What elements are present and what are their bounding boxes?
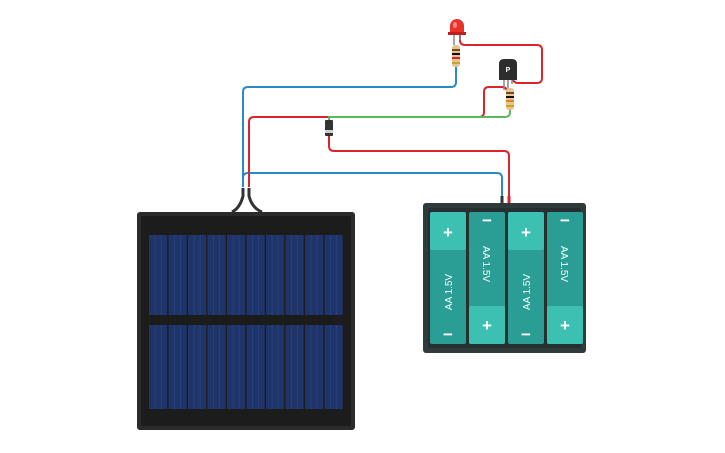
cell-2-label: AA 1.5V <box>480 246 491 282</box>
solar-panel-cells <box>149 235 343 409</box>
battery-cell-3: + − AA 1.5V <box>508 212 544 344</box>
solar-cell <box>285 325 304 409</box>
battery-pack[interactable]: + − AA 1.5V − + AA 1.5V + − AA 1.5V − + … <box>423 203 586 353</box>
solar-cell <box>188 325 207 409</box>
solar-cell <box>207 235 226 315</box>
solar-cell <box>246 235 265 315</box>
led-resistor[interactable] <box>452 45 460 67</box>
wires <box>231 34 543 214</box>
solar-cell <box>149 235 168 315</box>
wire-blue-battery[interactable] <box>242 172 503 197</box>
cell-1-top-sign: + <box>443 223 453 242</box>
cell-3-top-sign: + <box>521 223 531 242</box>
solar-cell <box>227 325 246 409</box>
cell-1-bottom-sign: − <box>443 325 453 344</box>
solar-cell <box>305 325 324 409</box>
battery-cell-4: − + AA 1.5V <box>547 211 583 344</box>
cell-3-label: AA 1.5V <box>522 274 533 310</box>
battery-cell-1: + − AA 1.5V <box>430 212 466 344</box>
solar-cell <box>168 325 187 409</box>
transistor-label: P <box>506 67 511 74</box>
solar-cell <box>324 325 343 409</box>
solar-cell <box>149 325 168 409</box>
solar-cell <box>266 325 285 409</box>
base-resistor[interactable] <box>506 88 514 110</box>
wire-red-led-to-transistor[interactable] <box>459 34 543 84</box>
wire-red-battery-to-diode[interactable] <box>328 134 510 197</box>
wire-blue-panel-to-led-resistor[interactable] <box>242 66 457 187</box>
solar-cell <box>168 235 187 315</box>
cell-2-bottom-sign: + <box>482 316 492 335</box>
red-led[interactable] <box>448 19 466 45</box>
solar-cell <box>324 235 343 315</box>
diode[interactable] <box>325 120 333 136</box>
solar-panel[interactable] <box>137 212 355 430</box>
solar-cell <box>188 235 207 315</box>
panel-lead-negative <box>231 188 245 214</box>
cell-4-top-sign: − <box>560 211 570 230</box>
solar-cell <box>227 235 246 315</box>
battery-cell-2: − + AA 1.5V <box>469 211 505 344</box>
cell-3-bottom-sign: − <box>521 325 531 344</box>
pnp-transistor[interactable]: P <box>499 59 517 90</box>
panel-lead-positive <box>247 188 263 214</box>
wire-green-diode-to-resistor[interactable] <box>328 104 511 122</box>
solar-cell <box>285 235 304 315</box>
cell-4-bottom-sign: + <box>560 316 570 335</box>
cell-2-top-sign: − <box>482 211 492 230</box>
cell-1-label: AA 1.5V <box>444 274 455 310</box>
cell-4-label: AA 1.5V <box>558 246 569 282</box>
solar-cell <box>305 235 324 315</box>
solar-cell <box>246 325 265 409</box>
solar-cell <box>207 325 226 409</box>
solar-cell <box>266 235 285 315</box>
